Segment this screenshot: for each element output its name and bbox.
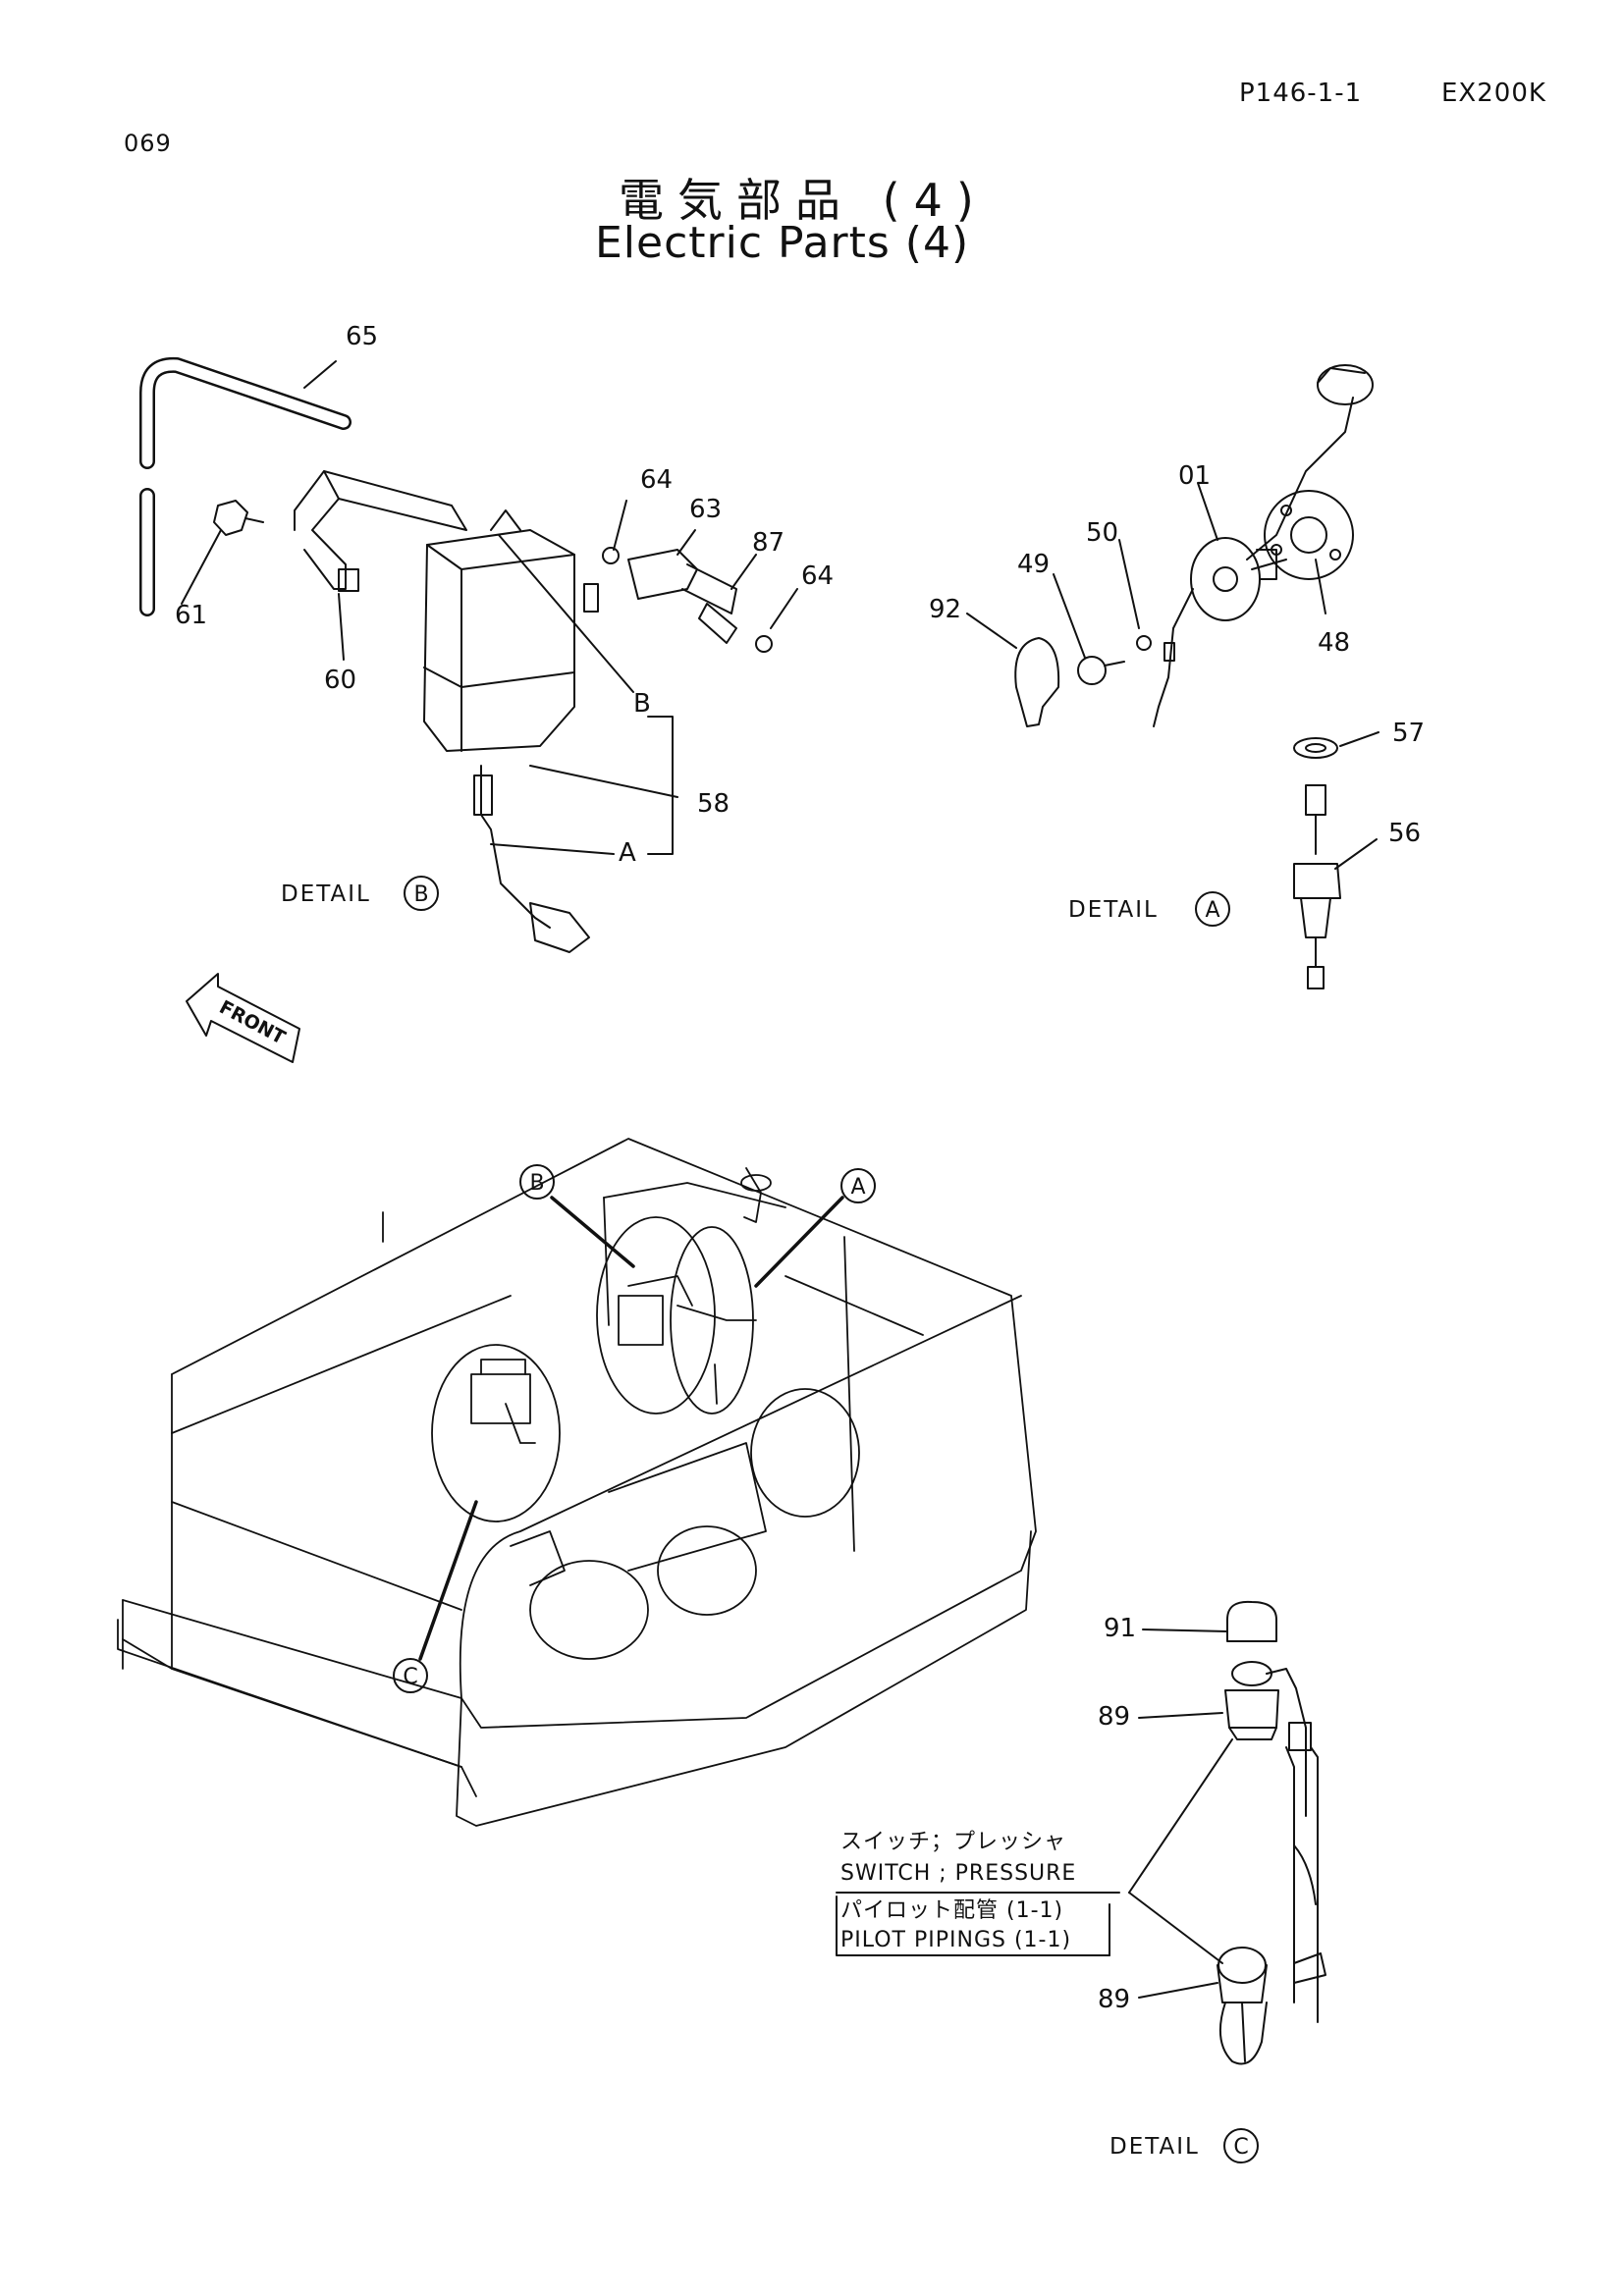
note-switch-jp: スイッチ；プレッシャ — [840, 1830, 1067, 1854]
callout-91: 91 — [1104, 1614, 1137, 1643]
callout-a-leader: A — [619, 838, 636, 868]
callout-56: 56 — [1388, 819, 1422, 848]
detail-c-letter: C — [1233, 2135, 1248, 2160]
callout-87: 87 — [752, 528, 785, 558]
title-japanese: 電気部品 (4) — [619, 174, 988, 227]
callout-92: 92 — [929, 595, 962, 624]
callout-89-upper: 89 — [1098, 1702, 1131, 1732]
detail-b-letter: B — [413, 882, 428, 907]
bolt-61 — [213, 500, 264, 536]
callout-58: 58 — [697, 789, 730, 819]
callout-60: 60 — [324, 666, 357, 695]
bracket-60 — [294, 470, 467, 592]
detail-a-letter: A — [1205, 898, 1219, 923]
overview-callout-a — [840, 1168, 876, 1203]
washer-57 — [1293, 737, 1338, 759]
callout-89-lower: 89 — [1098, 1985, 1131, 2014]
callout-b-leader: B — [633, 689, 651, 719]
note-pilot-jp: パイロット配管 (1-1) — [840, 1898, 1064, 1923]
sender-56 — [1293, 784, 1341, 989]
pipe-c — [1266, 1668, 1319, 2023]
tank-58 — [423, 509, 599, 752]
callout-61: 61 — [175, 601, 208, 630]
float-arm-01 — [1163, 364, 1374, 678]
pressure-switch-89-upper — [1224, 1661, 1279, 1740]
cap-92 — [1014, 637, 1060, 727]
detail-b-circle — [404, 876, 439, 911]
hose-65 — [139, 356, 352, 616]
callout-64-lower: 64 — [801, 561, 835, 591]
pressure-switch-89-lower — [1217, 1947, 1268, 2065]
clip-64 — [602, 547, 773, 653]
front-arrow — [186, 973, 300, 1063]
callout-49: 49 — [1017, 550, 1051, 579]
callout-50: 50 — [1086, 518, 1119, 548]
page-reference: P146-1-1 — [1239, 79, 1363, 108]
joint-63-87 — [627, 549, 737, 644]
detail-c-circle — [1223, 2128, 1259, 2163]
overview-callout-b — [519, 1164, 555, 1200]
note-pilot-en: PILOT PIPINGS (1-1) — [840, 1928, 1072, 1952]
title-english: Electric Parts (4) — [595, 218, 970, 268]
page-number: 069 — [124, 130, 172, 157]
detail-a-circle — [1195, 891, 1230, 927]
gasket-48 — [1264, 490, 1354, 580]
note-switch-en: SWITCH ; PRESSURE — [840, 1861, 1077, 1886]
model-name: EX200K — [1441, 79, 1546, 108]
callout-65: 65 — [346, 322, 379, 351]
callout-64-upper: 64 — [640, 465, 674, 495]
machine-overview — [117, 1138, 1037, 1827]
callout-48: 48 — [1318, 628, 1351, 658]
callout-01: 01 — [1178, 461, 1212, 491]
callout-63: 63 — [689, 495, 723, 524]
detail-c-label: DETAIL — [1109, 2134, 1200, 2160]
callout-57: 57 — [1392, 719, 1426, 748]
overview-callout-c — [393, 1658, 428, 1693]
wire-A — [1153, 676, 1169, 727]
overview-letter-a: A — [850, 1175, 865, 1200]
detail-a-label: DETAIL — [1068, 897, 1159, 923]
cap-91 — [1226, 1600, 1277, 1642]
detail-b-label: DETAIL — [281, 881, 371, 907]
overview-letter-b: B — [529, 1171, 544, 1196]
sensor-wire-B — [473, 765, 590, 953]
overview-letter-c: C — [403, 1665, 417, 1689]
screw-49 — [1077, 635, 1152, 685]
